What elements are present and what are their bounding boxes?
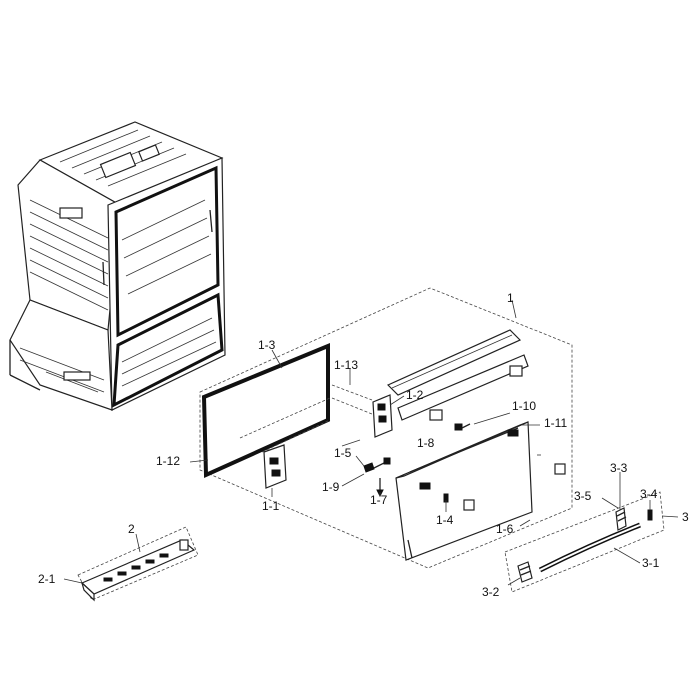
callout-1-4: 1-4 xyxy=(436,513,454,527)
callout-1-11: 1-11 xyxy=(544,416,567,430)
callout-3: 3 xyxy=(682,510,689,524)
door-gasket xyxy=(201,343,331,479)
shelf-bracket xyxy=(80,539,196,602)
callout-1-7: 1-7 xyxy=(370,493,388,507)
callout-2-1: 2-1 xyxy=(38,572,56,586)
callout-3-4: 3-4 xyxy=(640,487,658,501)
callout-3-2: 3-2 xyxy=(482,585,500,599)
callout-3-1: 3-1 xyxy=(642,556,660,570)
drawer-handle xyxy=(517,507,653,583)
refrigerator-cabinet xyxy=(9,121,226,411)
hinge-upper xyxy=(372,394,393,438)
top-trim-rail xyxy=(386,329,529,421)
hinge-lower xyxy=(263,444,287,489)
callout-1-1: 1-1 xyxy=(262,499,280,513)
assembly-3-box xyxy=(504,491,665,593)
callout-1-5: 1-5 xyxy=(334,446,352,460)
callout-1-2: 1-2 xyxy=(406,388,424,402)
callout-1: 1 xyxy=(507,291,514,305)
callout-1-9: 1-9 xyxy=(322,480,340,494)
callout-3-5: 3-5 xyxy=(574,489,592,503)
callout-1-3: 1-3 xyxy=(258,338,276,352)
callout-1-10: 1-10 xyxy=(512,399,536,413)
callout-1-13: 1-13 xyxy=(334,358,358,372)
drawer-door-panel xyxy=(395,421,533,561)
callout-2: 2 xyxy=(128,522,135,536)
callout-1-12: 1-12 xyxy=(156,454,180,468)
side-bracket xyxy=(554,463,566,475)
callout-labels: 1 1-3 1-13 1-2 1-10 1-11 1-8 1-5 1-12 1-… xyxy=(38,291,689,599)
callout-3-3: 3-3 xyxy=(610,461,628,475)
callout-1-8: 1-8 xyxy=(417,436,435,450)
callout-1-6: 1-6 xyxy=(496,522,514,536)
